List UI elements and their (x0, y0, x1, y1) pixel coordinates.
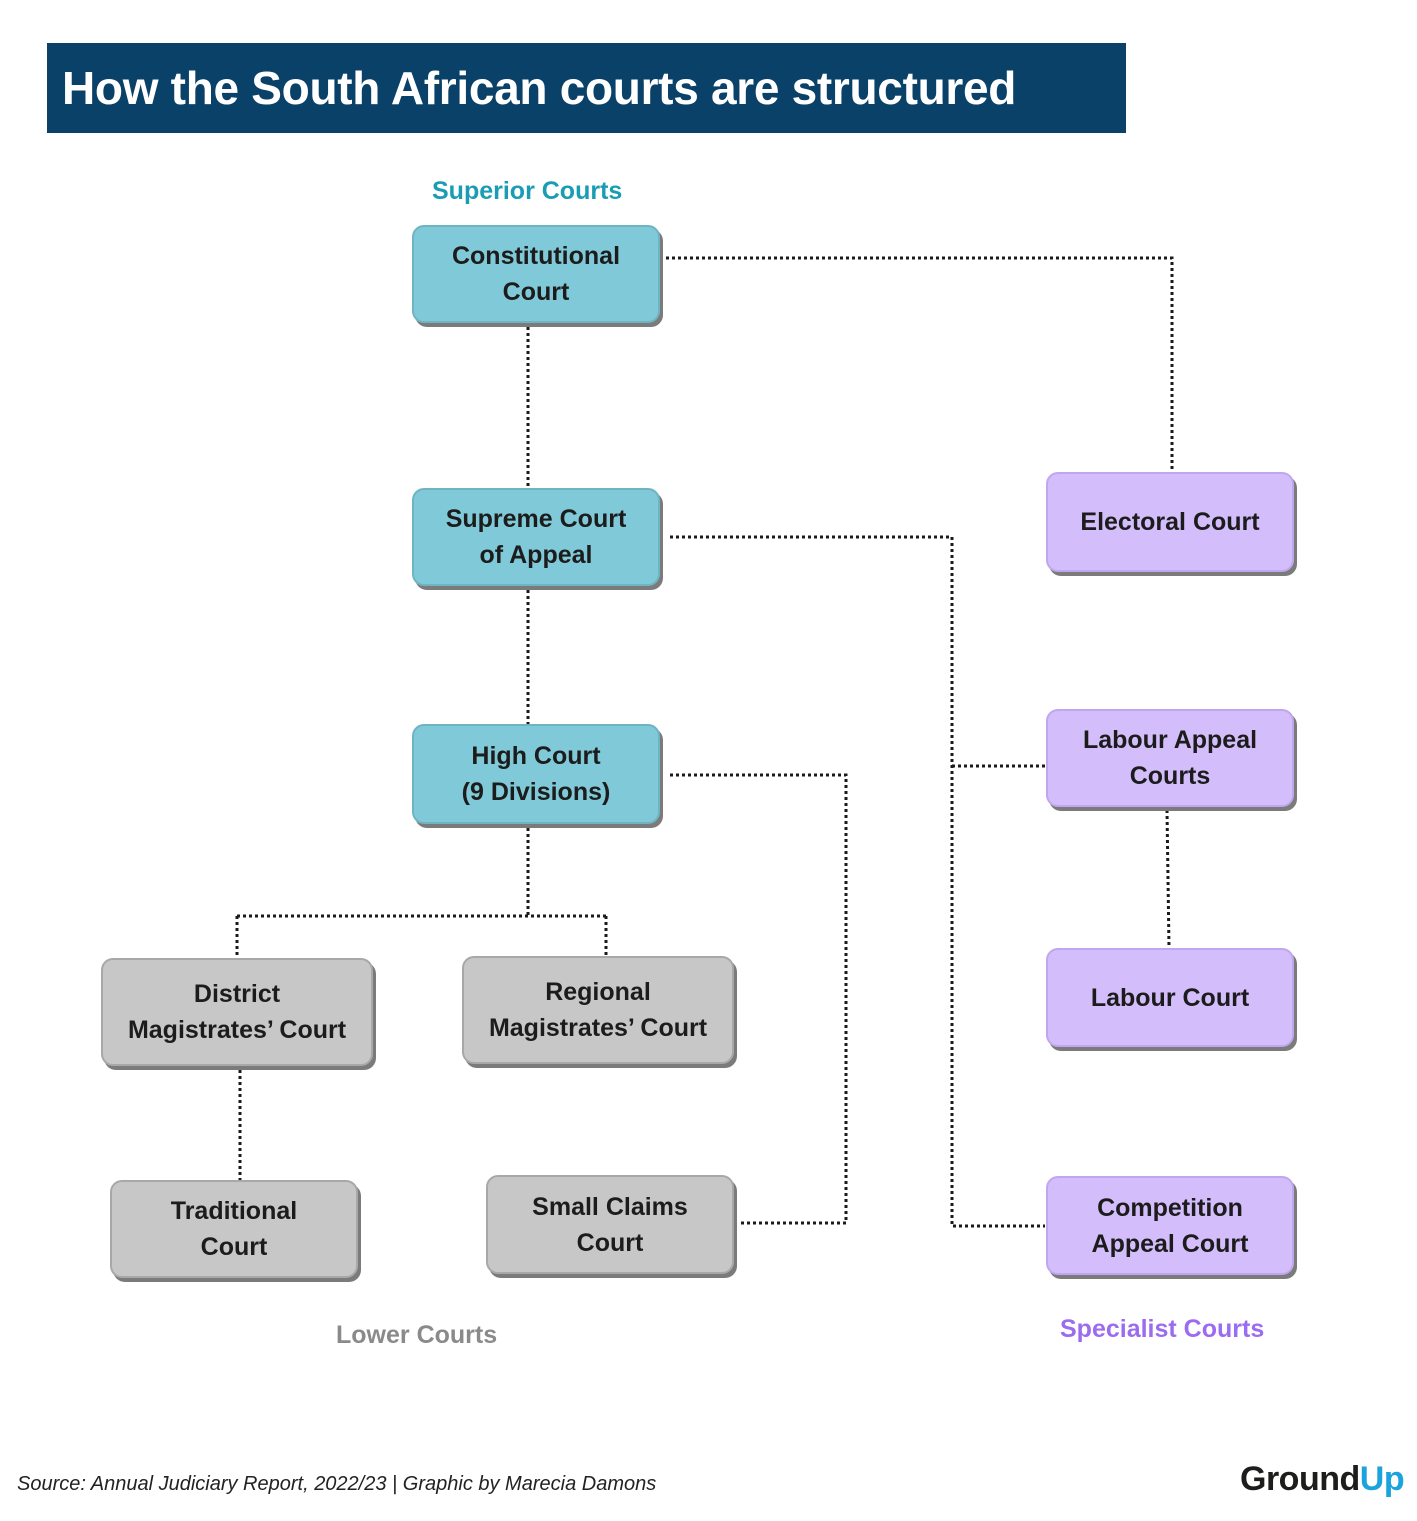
page-title: How the South African courts are structu… (62, 62, 1017, 114)
connector-labour-appeal-labour (1165, 809, 1171, 949)
regional-magistrates-court-box: Regional Magistrates’ Court (462, 956, 734, 1064)
labour-court-box: Labour Court (1046, 948, 1294, 1047)
high-court-box: High Court (9 Divisions) (412, 724, 660, 824)
lower-courts-label: Lower Courts (336, 1321, 498, 1349)
title-bar: How the South African courts are structu… (47, 43, 1126, 133)
groundup-logo: GroundUp (1240, 1460, 1405, 1499)
specialist-courts-label: Specialist Courts (1060, 1315, 1265, 1343)
connector-constitutional-electoral (666, 256, 1174, 472)
logo-ground-text: Ground (1240, 1460, 1360, 1498)
competition-appeal-court-box: Competition Appeal Court (1046, 1176, 1294, 1275)
traditional-court-box: Traditional Court (110, 1180, 358, 1278)
source-credit: Source: Annual Judiciary Report, 2022/23… (17, 1473, 657, 1495)
constitutional-court-box: Constitutional Court (412, 225, 660, 323)
small-claims-court-box: Small Claims Court (486, 1175, 734, 1274)
district-magistrates-court-box: District Magistrates’ Court (101, 958, 373, 1066)
electoral-court-box: Electoral Court (1046, 472, 1294, 572)
labour-appeal-courts-box: Labour Appeal Courts (1046, 709, 1294, 807)
connector-supreme-specialist (670, 535, 1045, 1228)
logo-up-text: Up (1359, 1460, 1405, 1498)
supreme-court-of-appeal-box: Supreme Court of Appeal (412, 488, 660, 586)
superior-courts-label: Superior Courts (432, 177, 623, 205)
